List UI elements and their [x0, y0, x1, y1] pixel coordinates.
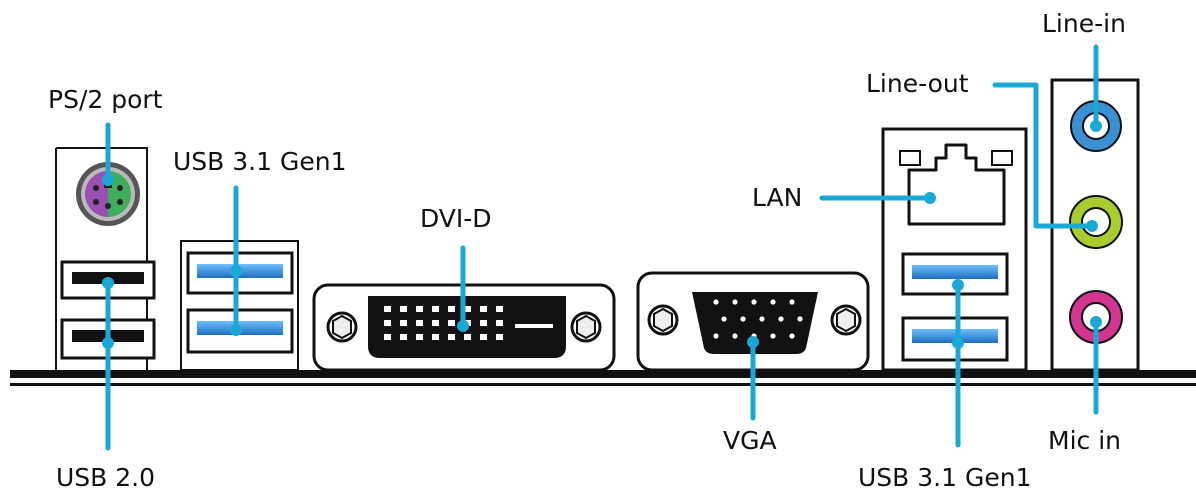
leader-dot-lan: [924, 192, 936, 204]
leader-dot-usb31-left-bottom: [230, 324, 242, 336]
leader-dot-vga: [747, 336, 759, 348]
vga-pin: [789, 299, 795, 305]
leader-line-out: [992, 82, 1093, 229]
usb31-left-stack: [180, 240, 299, 371]
io-shield-base-rails: [10, 370, 1196, 386]
ps2-green-half: [108, 171, 131, 217]
label-usb31-gen1-left: USB 3.1 Gen1: [173, 147, 347, 176]
label-usb20: USB 2.0: [56, 463, 156, 492]
vga-pin: [759, 316, 765, 322]
dvi-pin: [416, 306, 423, 312]
vga-pin: [751, 299, 757, 305]
dvi-pin: [400, 306, 407, 312]
lan-led-right: [991, 150, 1013, 166]
dvi-pin: [432, 334, 439, 340]
vga-pin: [797, 316, 803, 322]
vga-pin: [721, 316, 727, 322]
dvi-pin: [384, 334, 391, 340]
dvi-pin: [416, 334, 423, 340]
dvi-screw-left: [326, 311, 358, 343]
dvi-pin: [384, 306, 391, 312]
leader-dot-dvi: [457, 320, 469, 332]
dvi-pin: [448, 306, 455, 312]
dvi-pin: [480, 320, 487, 326]
vga-pin: [770, 333, 776, 339]
dvi-pin: [496, 320, 503, 326]
vga-pin-grid: [713, 299, 803, 339]
dvi-pin: [448, 320, 455, 326]
leader-dot-usb20-top: [102, 277, 114, 289]
lan-usb31-right-stack: [881, 127, 1028, 372]
dvi-pin: [480, 306, 487, 312]
dvi-pin: [400, 334, 407, 340]
label-ps2-port: PS/2 port: [48, 85, 163, 114]
dvi-pin: [464, 334, 471, 340]
vga-pin: [713, 299, 719, 305]
vga-pin: [713, 333, 719, 339]
lan-port: [899, 143, 1013, 226]
vga-screw-left: [647, 304, 679, 336]
dvi-pin: [432, 320, 439, 326]
ps2-purple-half: [85, 171, 108, 217]
vga-screw-right: [830, 304, 862, 336]
dvi-pin: [416, 320, 423, 326]
leader-dot-usb20-bottom: [102, 337, 114, 349]
label-usb31-gen1-right: USB 3.1 Gen1: [858, 463, 1032, 492]
dvi-pin: [464, 306, 471, 312]
dvi-screw-right: [570, 311, 602, 343]
vga-pin: [740, 316, 746, 322]
vga-pin: [770, 299, 776, 305]
leader-dot-usb31-right-top: [952, 279, 964, 291]
leader-dot-mic-in: [1090, 316, 1102, 328]
leader-dot-usb31-left-top: [230, 265, 242, 277]
leader-dot-usb31-right-bottom: [952, 337, 964, 349]
label-lan: LAN: [752, 183, 803, 212]
vga-pin: [732, 299, 738, 305]
callout-leaders: [102, 44, 1102, 451]
dvi-pin-grid: [384, 306, 503, 340]
dvi-pin: [496, 306, 503, 312]
leader-dot-ps2: [102, 174, 114, 186]
dvi-pin: [496, 334, 503, 340]
label-vga: VGA: [723, 426, 777, 455]
label-mic-in: Mic in: [1048, 426, 1121, 455]
dvi-pin: [432, 306, 439, 312]
vga-pin: [732, 333, 738, 339]
dvi-pin: [480, 334, 487, 340]
label-line-out: Line-out: [866, 69, 969, 98]
dvi-pin: [384, 320, 391, 326]
label-line-in: Line-in: [1042, 9, 1126, 38]
dvi-pin: [400, 320, 407, 326]
leader-dot-line-in: [1090, 120, 1102, 132]
vga-port: [636, 271, 870, 372]
label-dvi-d: DVI-D: [420, 204, 492, 233]
lan-led-left: [899, 150, 921, 166]
dvi-pin: [448, 334, 455, 340]
vga-pin: [789, 333, 795, 339]
ps2-usb2-stack: [55, 147, 156, 370]
vga-pin: [778, 316, 784, 322]
leader-dot-line-out: [1086, 220, 1098, 232]
